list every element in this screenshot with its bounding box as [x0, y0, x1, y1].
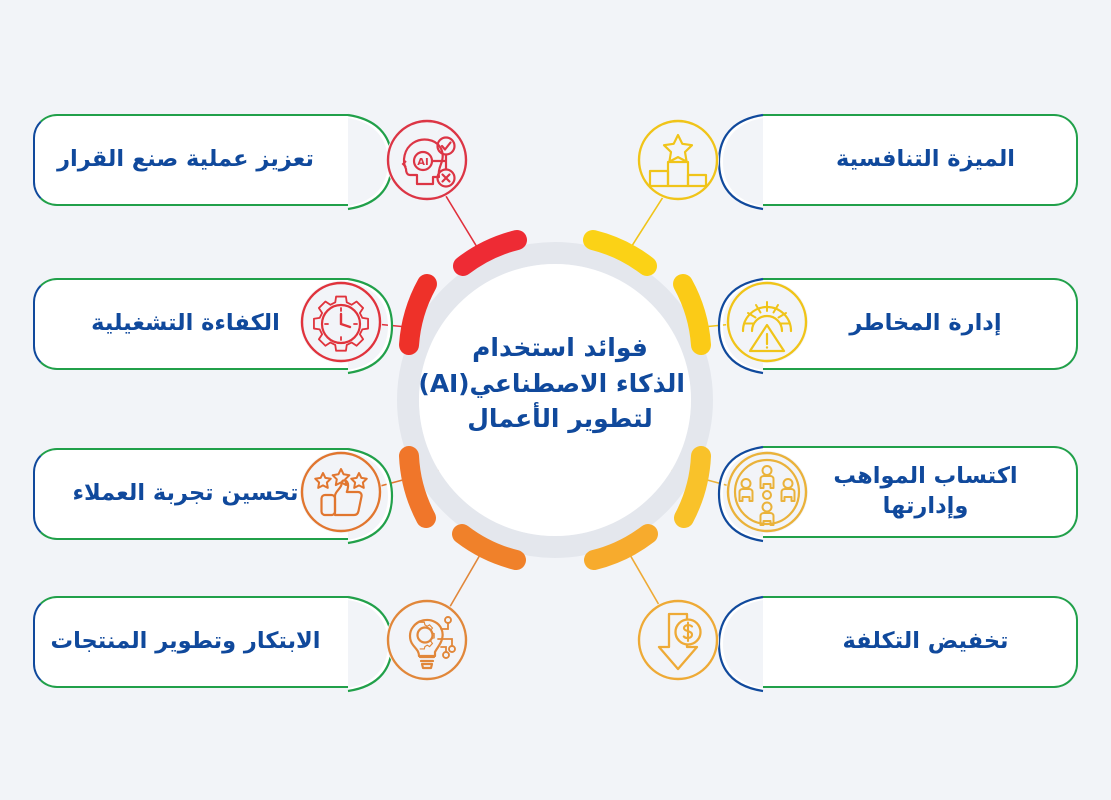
ring-segment-customer-experience: [399, 446, 436, 528]
ring-segment-cost-reduction: [584, 524, 658, 570]
icon-badge-risk-management[interactable]: [726, 281, 808, 363]
icon-badge-operational-efficiency[interactable]: [300, 281, 382, 363]
ring-segment-talent-acquisition: [674, 446, 711, 528]
branch-label-text: الكفاءة التشغيلية: [91, 310, 280, 337]
pill-notch-cost-reduction: [717, 595, 764, 693]
pill-notch-talent-acquisition: [717, 445, 764, 543]
branch-label-text: إدارة المخاطر: [849, 310, 1002, 337]
hub-title-line-3: لتطوير الأعمال: [467, 404, 653, 433]
branch-label-text: تعزيز عملية صنع القرار: [57, 146, 314, 173]
hub-title-line-2: الذكاء الاصطناعي(AI): [418, 368, 685, 398]
branch-label-text: الابتكار وتطوير المنتجات: [50, 628, 321, 655]
podium-star-icon: [637, 119, 719, 201]
branch-label-innovation-products[interactable]: الابتكار وتطوير المنتجات: [33, 595, 394, 693]
pill-notch-competitive-advantage: [717, 113, 764, 211]
branch-label-decision-making[interactable]: تعزيز عملية صنع القرار: [33, 113, 394, 211]
pill-notch-risk-management: [717, 277, 764, 375]
icon-badge-cost-reduction[interactable]: [637, 599, 719, 681]
icon-badge-customer-experience[interactable]: [300, 451, 382, 533]
branch-label-text: الميزة التنافسية: [836, 146, 1015, 173]
branch-label-text: تخفيض التكلفة: [842, 628, 1009, 655]
hub-title: فوائد استخدام الذكاء الاصطناعي(AI) لتطوي…: [418, 330, 685, 437]
svg-text:AI: AI: [417, 157, 428, 168]
team-people-icon: [726, 451, 808, 533]
ring-segment-competitive-advantage: [583, 230, 657, 276]
ring-segment-risk-management: [673, 274, 711, 355]
hub-title-line-1: فوائد استخدام: [472, 333, 648, 362]
ring-segment-innovation-products: [452, 524, 526, 570]
ring-segment-operational-efficiency: [399, 274, 437, 355]
thumbs-up-stars-icon: [300, 451, 382, 533]
icon-badge-competitive-advantage[interactable]: [637, 119, 719, 201]
icon-badge-decision-making[interactable]: AI: [386, 119, 468, 201]
branch-label-text: تحسين تجربة العملاء: [72, 480, 299, 507]
icon-badge-innovation-products[interactable]: [386, 599, 468, 681]
arrow-down-dollar-icon: [637, 599, 719, 681]
gauge-warning-icon: [726, 281, 808, 363]
branch-label-customer-experience[interactable]: تحسين تجربة العملاء: [33, 447, 394, 545]
branch-label-cost-reduction[interactable]: تخفيض التكلفة: [717, 595, 1078, 693]
branch-label-competitive-advantage[interactable]: الميزة التنافسية: [717, 113, 1078, 211]
pill-notch-customer-experience: [347, 447, 394, 545]
branch-label-risk-management[interactable]: إدارة المخاطر: [717, 277, 1078, 375]
branch-label-text: اكتساب المواهب وإدارتها: [833, 463, 1018, 519]
lightbulb-gear-circuit-icon: [386, 599, 468, 681]
ring-segment-decision-making: [453, 230, 527, 276]
icon-badge-talent-acquisition[interactable]: [726, 451, 808, 533]
gear-clock-icon: [300, 281, 382, 363]
branch-label-operational-efficiency[interactable]: الكفاءة التشغيلية: [33, 277, 394, 375]
ai-head-decision-icon: AI: [386, 119, 468, 201]
pill-notch-operational-efficiency: [347, 277, 394, 375]
branch-label-talent-acquisition[interactable]: اكتساب المواهب وإدارتها: [717, 445, 1078, 543]
